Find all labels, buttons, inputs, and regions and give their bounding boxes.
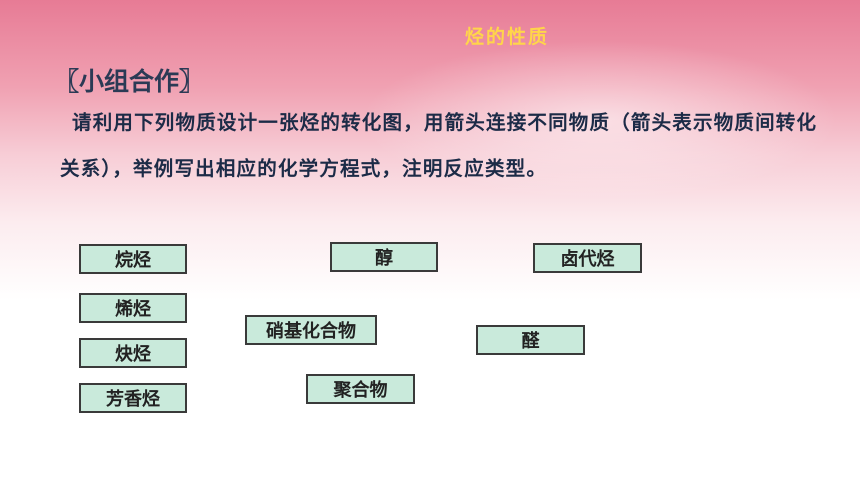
box-aromatic: 芳香烃 — [79, 383, 187, 413]
box-aldehyde: 醛 — [476, 325, 585, 355]
box-haloalkane: 卤代烃 — [533, 243, 642, 273]
box-alcohol: 醇 — [330, 242, 438, 272]
box-alkene: 烯烃 — [79, 293, 187, 323]
background-glow — [360, 40, 840, 200]
section-heading: 〖小组合作〗 — [54, 67, 205, 96]
slide-title: 烃的性质 — [465, 26, 550, 48]
box-alkyne: 炔烃 — [79, 338, 187, 368]
box-polymer: 聚合物 — [306, 374, 415, 404]
box-alkane: 烷烃 — [79, 244, 187, 274]
box-nitro-compound: 硝基化合物 — [245, 315, 377, 345]
instruction-text: 请利用下列物质设计一张烃的转化图，用箭头连接不同物质（箭头表示物质间转化关系），… — [60, 111, 818, 180]
